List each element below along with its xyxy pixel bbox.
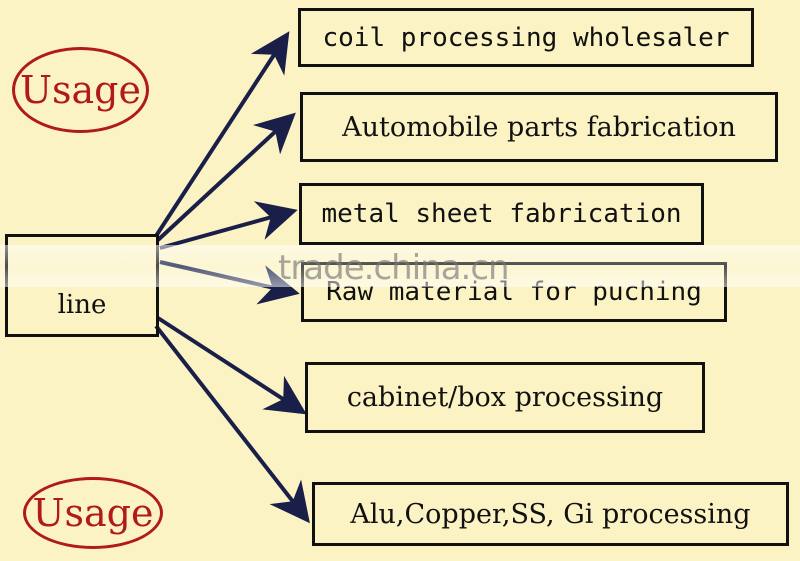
usage-label-top-text: Usage bbox=[20, 68, 141, 112]
arrow-to-automobile-parts bbox=[156, 112, 296, 242]
target-label: Automobile parts fabrication bbox=[342, 111, 736, 143]
usage-label-bottom-text: Usage bbox=[32, 491, 154, 535]
target-label: Alu,Copper,SS, Gi processing bbox=[350, 498, 751, 530]
arrow-to-alu-copper bbox=[154, 324, 310, 524]
usage-label-top: Usage bbox=[12, 47, 149, 133]
target-box-automobile-parts: Automobile parts fabrication bbox=[300, 92, 778, 162]
target-label: cabinet/box processing bbox=[346, 382, 664, 413]
source-box-label: line bbox=[57, 290, 107, 320]
target-box-cabinet-box: cabinet/box processing bbox=[305, 362, 705, 433]
arrow-to-metal-sheet bbox=[159, 201, 298, 250]
arrow-to-cabinet-box bbox=[156, 316, 307, 415]
arrow-to-coil-processing bbox=[154, 31, 290, 238]
target-label: coil processing wholesaler bbox=[322, 22, 730, 53]
target-box-alu-copper: Alu,Copper,SS, Gi processing bbox=[312, 482, 789, 546]
target-box-coil-processing: coil processing wholesaler bbox=[298, 8, 754, 67]
target-label: metal sheet fabrication bbox=[321, 199, 682, 229]
watermark-band bbox=[0, 245, 800, 287]
target-box-metal-sheet: metal sheet fabrication bbox=[299, 183, 704, 245]
watermark-text: trade.china.cn bbox=[278, 248, 510, 288]
usage-label-bottom: Usage bbox=[23, 477, 163, 549]
